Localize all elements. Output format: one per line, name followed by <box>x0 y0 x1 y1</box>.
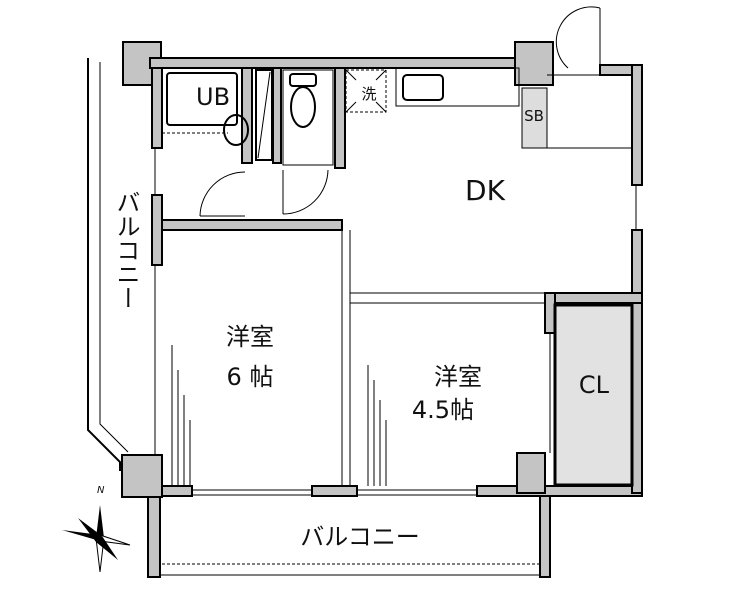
shoe-box-label: SB <box>524 107 544 125</box>
room-name: 洋室 <box>434 363 482 391</box>
closet-label: CL <box>579 371 610 399</box>
laundry-area <box>345 69 387 113</box>
toilet-bowl <box>290 86 316 128</box>
washbasin <box>223 114 249 146</box>
kitchen-counter <box>395 67 520 107</box>
toilet-tank <box>289 73 317 87</box>
western-room-4-5: 洋室 4.5帖 <box>367 363 482 486</box>
compass-north-label: N <box>97 485 105 496</box>
bathtub <box>166 72 238 126</box>
western-room-6: 洋室 6 帖 <box>171 323 274 486</box>
entrance-door-swing <box>555 6 601 69</box>
compass-icon: N <box>62 485 131 573</box>
laundry-label: 洗 <box>361 85 376 103</box>
bottom-balcony-label: バルコニー <box>300 523 420 551</box>
toilet-door-swing <box>282 169 329 215</box>
room-size: 4.5帖 <box>412 396 474 424</box>
kitchen-sink <box>402 74 444 101</box>
shoe-box <box>521 87 548 149</box>
bath-door-swing <box>199 171 246 217</box>
closet <box>553 303 634 487</box>
side-balcony-label: バルコニー <box>112 190 140 310</box>
pipe-shaft <box>255 69 273 161</box>
room-size: 6 帖 <box>227 363 274 391</box>
dk-label: DK <box>465 174 506 207</box>
unit-bath-label: UB <box>196 83 230 111</box>
room-name: 洋室 <box>226 323 274 351</box>
